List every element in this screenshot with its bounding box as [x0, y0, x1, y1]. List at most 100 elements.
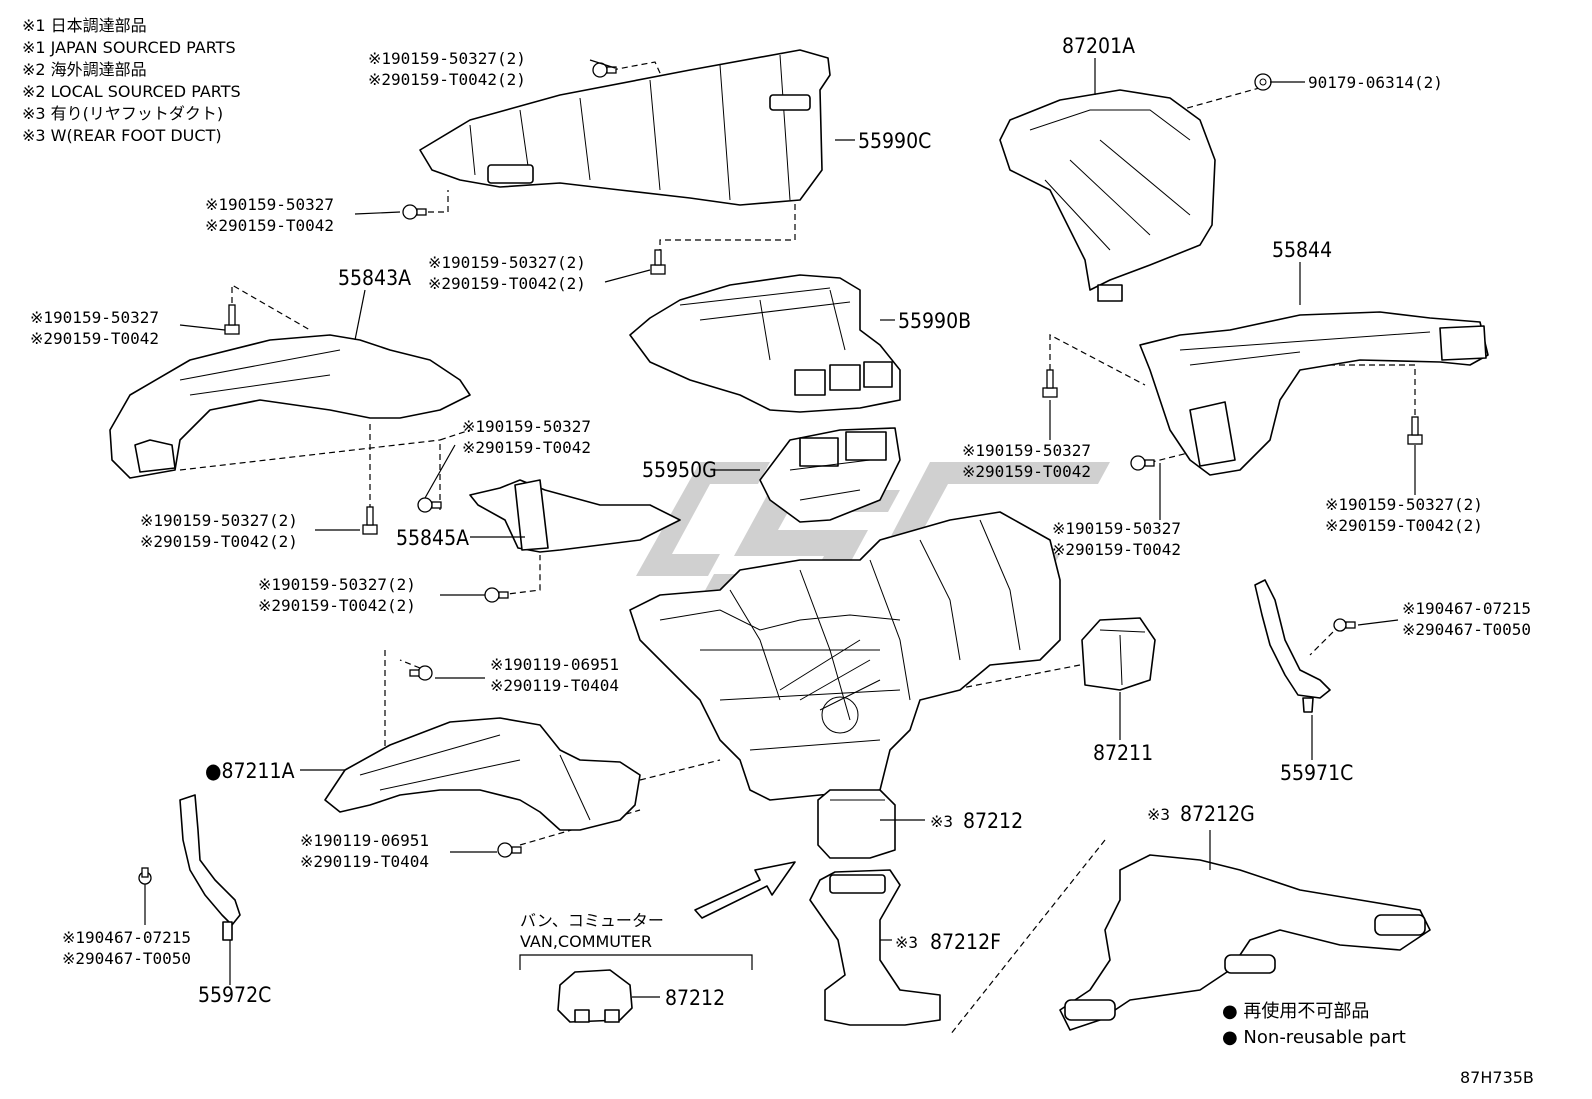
fastener-ref: ※290159-T0042 [962, 462, 1091, 481]
legend-note-3: ※2 海外調達部品 [22, 60, 147, 79]
footnote-en: ● Non-reusable part [1222, 1027, 1406, 1048]
bolt-icon [224, 304, 240, 335]
legend-note-4: ※2 LOCAL SOURCED PARTS [22, 82, 241, 101]
part-number-55844: 55844 [1272, 238, 1332, 262]
fastener-ref: ※290119-T0404 [300, 852, 429, 871]
bolt-icon [497, 842, 522, 858]
part-prefix-87212: ※3 [930, 812, 953, 831]
fastener-ref: ※290467-T0050 [62, 949, 191, 968]
part-87212F-drawing [809, 869, 941, 1026]
part-number-55990C: 55990C [858, 129, 931, 153]
fastener-ref: ※290467-T0050 [1402, 620, 1531, 639]
clip-icon [1254, 73, 1272, 91]
legend-note-1: ※1 日本調達部品 [22, 16, 147, 35]
part-87211A-drawing [324, 717, 641, 831]
fastener-ref: ※190159-50327(2) [428, 253, 586, 272]
part-number-55972C: 55972C [198, 983, 271, 1007]
bolt-icon [1333, 618, 1356, 632]
legend: ※1 日本調達部品 ※1 JAPAN SOURCED PARTS ※2 海外調達… [22, 16, 241, 145]
fastener-ref: ※290159-T0042(2) [428, 274, 586, 293]
fastener-ref: ※190119-06951 [300, 831, 429, 850]
part-55844-drawing [1139, 311, 1489, 476]
bolt-icon [409, 665, 433, 681]
variant-label: バン、コミューター VAN,COMMUTER [519, 911, 753, 970]
fastener-ref: ※190159-50327 [30, 308, 159, 327]
fastener-callouts: ※190159-50327(2) ※290159-T0042(2) ※19015… [30, 49, 1531, 968]
part-87211-drawing [1081, 617, 1156, 691]
fastener-ref: ※290119-T0404 [490, 676, 619, 695]
fastener-ref: ※190159-50327(2) [258, 575, 416, 594]
part-55990B-drawing [629, 274, 901, 413]
part-callouts: 55990C 87201A 55843A 55990B 55844 55950G… [198, 34, 1353, 1010]
part-prefix-87212F: ※3 [895, 933, 918, 952]
part-number-87212: 87212 [963, 809, 1023, 833]
part-hvac-unit-drawing [629, 511, 1061, 801]
variant-bracket [519, 954, 753, 970]
fastener-ref: 90179-06314(2) [1308, 73, 1443, 92]
part-87212G-drawing [1059, 854, 1431, 1031]
fastener-ref: ※290159-T0042(2) [140, 532, 298, 551]
part-number-87212-van: 87212 [665, 986, 725, 1010]
fastener-ref: ※190159-50327 [462, 417, 591, 436]
part-87212-drawing [817, 789, 896, 859]
fastener-ref: ※190119-06951 [490, 655, 619, 674]
variant-label-jp: バン、コミューター [520, 911, 664, 930]
fastener-ref: ※190467-07215 [1402, 599, 1531, 618]
fastener-ref: ※290159-T0042 [462, 438, 591, 457]
legend-note-2: ※1 JAPAN SOURCED PARTS [22, 38, 236, 57]
part-55990C-drawing [419, 49, 831, 206]
part-number-87212F: 87212F [930, 930, 1001, 954]
variant-label-en: VAN,COMMUTER [520, 932, 652, 951]
footnote-jp: ● 再使用不可部品 [1222, 1001, 1369, 1022]
bolt-icon [1130, 455, 1155, 471]
footnote: ● 再使用不可部品 ● Non-reusable part [1222, 1001, 1406, 1048]
fastener-ref: ※290159-T0042 [205, 216, 334, 235]
part-number-87211: 87211 [1093, 741, 1153, 765]
fastener-ref: ※190159-50327(2) [140, 511, 298, 530]
diagram-code: 87H735B [1460, 1068, 1534, 1087]
legend-note-5: ※3 有り(リヤフットダクト) [22, 104, 223, 123]
part-number-55990B: 55990B [898, 309, 971, 333]
watermark-logo [636, 462, 1110, 596]
part-number-55971C: 55971C [1280, 761, 1353, 785]
part-87212-van-drawing [557, 969, 633, 1023]
direction-arrow [694, 861, 796, 919]
fastener-ref: ※290159-T0042(2) [368, 70, 526, 89]
part-number-55843A: 55843A [338, 266, 411, 290]
bolt-icon [1407, 416, 1423, 445]
part-55843A-drawing [109, 334, 471, 479]
fastener-ref: ※290159-T0042 [1052, 540, 1181, 559]
fastener-ref: ※190467-07215 [62, 928, 191, 947]
legend-note-6: ※3 W(REAR FOOT DUCT) [22, 126, 222, 145]
fastener-ref: ※290159-T0042(2) [1325, 516, 1483, 535]
part-55950G-drawing [759, 427, 901, 523]
guide-lines [179, 61, 1416, 1036]
part-number-55845A: 55845A [396, 526, 469, 550]
part-prefix-87212G: ※3 [1147, 805, 1170, 824]
part-number-87212G: 87212G [1180, 802, 1255, 826]
bolt-icon [362, 506, 378, 535]
part-number-87211A: ●87211A [205, 759, 295, 783]
bolt-icon [650, 249, 666, 275]
fastener-ref: ※190159-50327 [962, 441, 1091, 460]
leader-lines [144, 58, 1416, 998]
fastener-ref: ※290159-T0042(2) [258, 596, 416, 615]
bolt-icon [1042, 369, 1058, 398]
part-55972C-drawing [179, 794, 241, 941]
part-number-55950G: 55950G [642, 458, 717, 482]
fastener-ref: ※290159-T0042 [30, 329, 159, 348]
fastener-ref: ※190159-50327 [205, 195, 334, 214]
part-87201A-drawing [999, 89, 1216, 302]
fastener-ref: ※190159-50327(2) [368, 49, 526, 68]
part-number-87201A: 87201A [1062, 34, 1135, 58]
part-55845A-drawing [469, 479, 681, 553]
fastener-ref: ※190159-50327(2) [1325, 495, 1483, 514]
fastener-icons [138, 62, 1423, 885]
bolt-icon [402, 204, 427, 220]
bolt-icon [484, 587, 509, 603]
bolt-icon [138, 867, 152, 885]
bolt-icon [417, 497, 442, 513]
fastener-ref: ※190159-50327 [1052, 519, 1181, 538]
part-55971C-drawing [1254, 579, 1331, 713]
